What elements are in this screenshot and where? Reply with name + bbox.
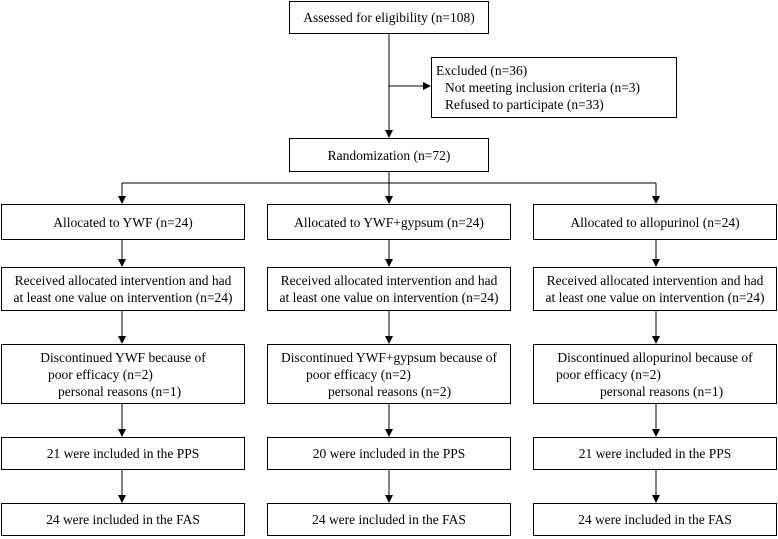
allocated-label: Allocated to YWF+gypsum (n=24)	[294, 214, 484, 230]
received-line: at least one value on intervention (n=24…	[545, 290, 765, 305]
fas-label: 24 were included in the FAS	[578, 512, 732, 527]
arm3-discontinued-box: Discontinued allopurinol because of poor…	[533, 344, 777, 404]
discontinued-line: personal reasons (n=2)	[328, 383, 452, 399]
discontinued-line: poor efficacy (n=2)	[48, 366, 153, 382]
arm2-received-box: Received allocated intervention and had …	[267, 267, 511, 311]
arm3-allocated-box: Allocated to allopurinol (n=24)	[533, 204, 777, 240]
arm1-received-box: Received allocated intervention and had …	[1, 267, 245, 311]
received-line: Received allocated intervention and had	[546, 273, 764, 288]
arm2-fas-box: 24 were included in the FAS	[267, 503, 511, 536]
assessed-box: Assessed for eligibility (n=108)	[289, 1, 489, 34]
pps-label: 20 were included in the PPS	[312, 446, 466, 461]
arm1-allocated-box: Allocated to YWF (n=24)	[1, 204, 245, 240]
discontinued-line: personal reasons (n=1)	[58, 383, 182, 399]
assessed-label: Assessed for eligibility (n=108)	[303, 10, 475, 25]
excluded-box: Excluded (n=36) Not meeting inclusion cr…	[431, 57, 677, 118]
excluded-title: Excluded (n=36)	[436, 63, 528, 78]
arm2-discontinued-box: Discontinued YWF+gypsum because of poor …	[267, 344, 511, 404]
discontinued-line: Discontinued YWF+gypsum because of	[281, 349, 497, 365]
arm3-pps-box: 21 were included in the PPS	[533, 437, 777, 470]
arm3-fas-box: 24 were included in the FAS	[533, 503, 777, 536]
allocated-label: Allocated to allopurinol (n=24)	[570, 214, 740, 230]
excluded-reason: Not meeting inclusion criteria (n=3)	[445, 80, 641, 95]
randomization-label: Randomization (n=72)	[327, 147, 451, 163]
arm1-fas-box: 24 were included in the FAS	[1, 503, 245, 536]
excluded-reason: Refused to participate (n=33)	[445, 97, 604, 112]
randomization-box: Randomization (n=72)	[289, 138, 489, 172]
discontinued-line: Discontinued YWF because of	[40, 349, 206, 365]
received-line: at least one value on intervention (n=24…	[279, 290, 499, 305]
arm2-allocated-box: Allocated to YWF+gypsum (n=24)	[267, 204, 511, 240]
discontinued-line: Discontinued allopurinol because of	[557, 349, 753, 365]
discontinued-line: poor efficacy (n=2)	[556, 366, 661, 382]
fas-label: 24 were included in the FAS	[46, 512, 200, 527]
allocated-label: Allocated to YWF (n=24)	[53, 214, 193, 230]
fas-label: 24 were included in the FAS	[312, 512, 466, 527]
arm3-received-box: Received allocated intervention and had …	[533, 267, 777, 311]
discontinued-line: personal reasons (n=1)	[600, 383, 724, 399]
received-line: Received allocated intervention and had	[14, 273, 232, 288]
arm2-pps-box: 20 were included in the PPS	[267, 437, 511, 470]
pps-label: 21 were included in the PPS	[578, 446, 732, 461]
arm1-discontinued-box: Discontinued YWF because of poor efficac…	[1, 344, 245, 404]
received-line: at least one value on intervention (n=24…	[13, 290, 233, 305]
arm1-pps-box: 21 were included in the PPS	[1, 437, 245, 470]
discontinued-line: poor efficacy (n=2)	[306, 366, 411, 382]
pps-label: 21 were included in the PPS	[46, 446, 200, 461]
received-line: Received allocated intervention and had	[280, 273, 498, 288]
